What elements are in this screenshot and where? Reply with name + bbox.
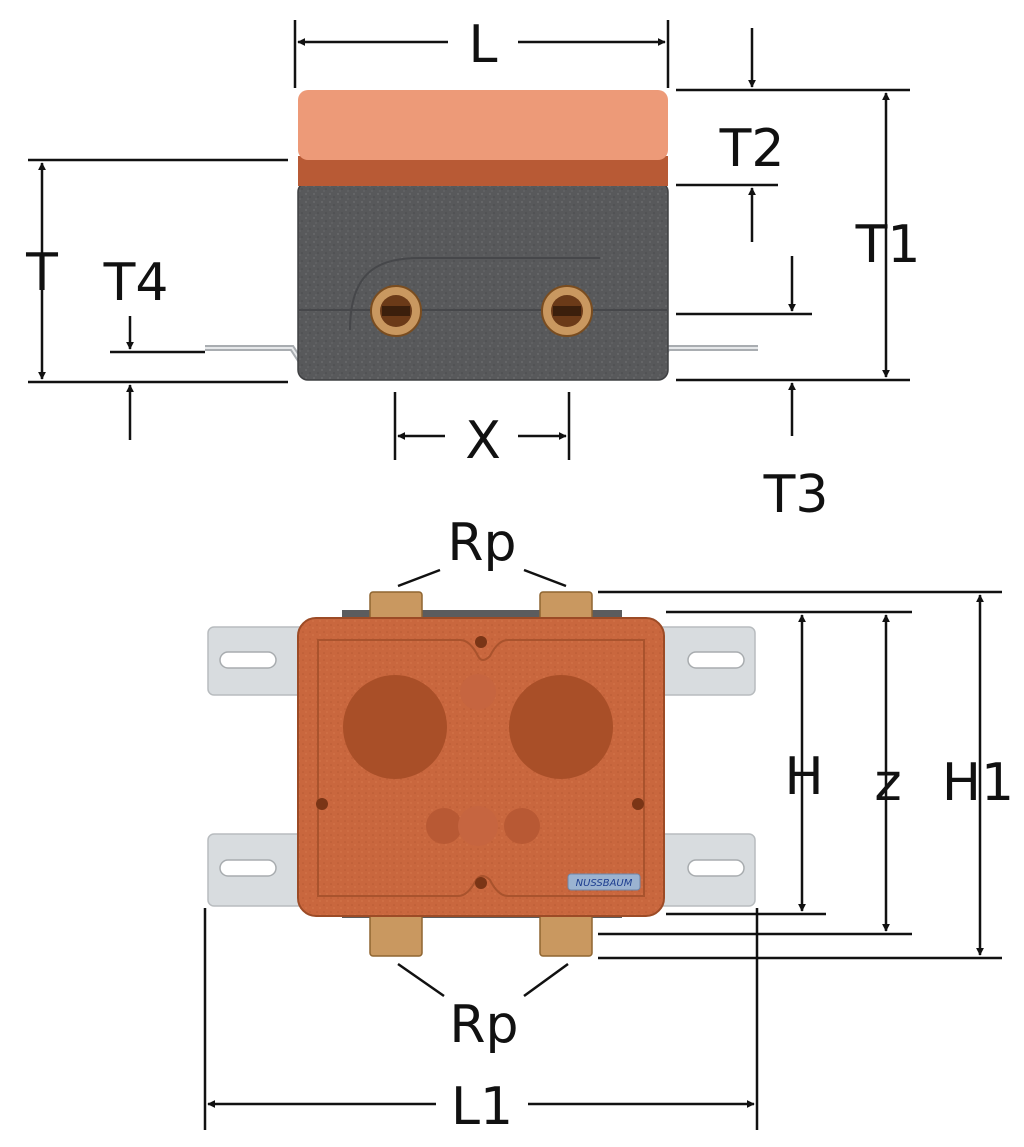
connection-socket-left xyxy=(370,285,422,337)
connection-socket-right xyxy=(541,285,593,337)
bracket-top-right xyxy=(654,626,756,696)
label-L: L xyxy=(469,15,498,75)
cover-top xyxy=(298,90,668,160)
insulation-shell xyxy=(297,181,669,381)
screw-bottom xyxy=(475,877,487,889)
label-X: X xyxy=(465,411,501,471)
label-T: T xyxy=(25,243,58,303)
label-L1: L1 xyxy=(451,1077,513,1137)
pipe-bottom-left xyxy=(369,913,423,957)
label-H: H xyxy=(784,747,823,807)
label-T4: T4 xyxy=(103,253,169,313)
label-z: z xyxy=(874,753,901,813)
brand-badge-text: NUSSBAUM xyxy=(576,878,633,889)
bracket-top-left xyxy=(207,626,309,696)
label-T1: T1 xyxy=(855,215,921,275)
label-H1: H1 xyxy=(942,753,1014,813)
front-view: NUSSBAUM Rp Rp H z H1 L1 xyxy=(203,513,1014,1137)
label-T2: T2 xyxy=(719,119,785,179)
label-Rp-bottom: Rp xyxy=(449,995,518,1055)
bracket-bottom-left xyxy=(207,833,309,907)
label-Rp-top: Rp xyxy=(447,513,516,573)
side-view: L T T4 T1 T2 T3 X xyxy=(25,15,920,525)
bracket-bottom-right xyxy=(654,833,756,907)
recess-left xyxy=(343,675,447,779)
recess-right xyxy=(509,675,613,779)
screw-left xyxy=(316,798,328,810)
label-T3: T3 xyxy=(763,465,829,525)
brand-badge xyxy=(567,873,641,891)
pipe-bottom-right xyxy=(539,913,593,957)
box-body xyxy=(297,617,665,917)
screw-right xyxy=(632,798,644,810)
screw-top xyxy=(475,636,487,648)
cover-band xyxy=(298,156,668,186)
